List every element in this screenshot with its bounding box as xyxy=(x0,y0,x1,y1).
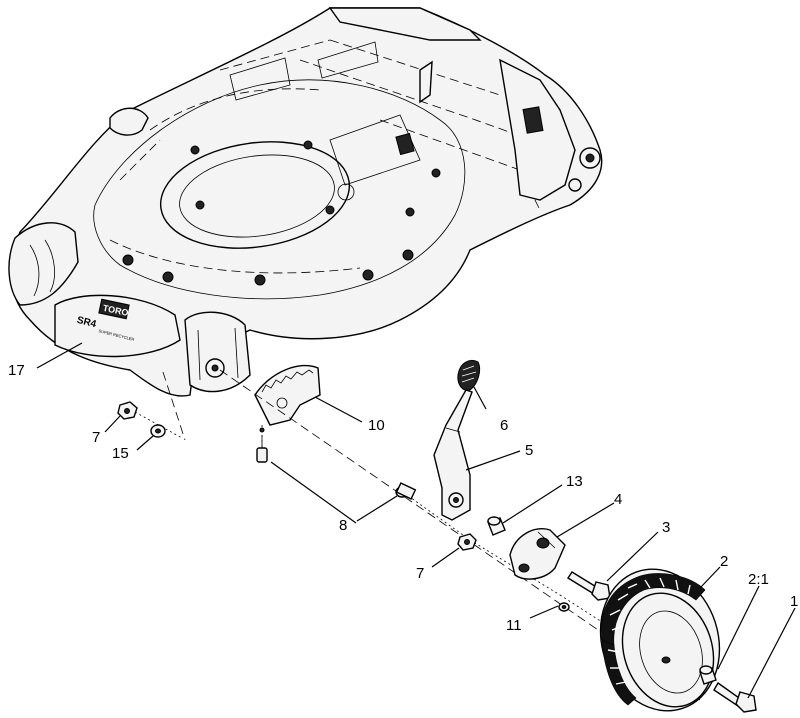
callout-labels: 17 7 15 10 6 5 8 13 4 3 7 2 2:1 1 11 xyxy=(8,362,798,634)
mower-deck-housing: TORO SR4 SUPER RECYCLER xyxy=(8,7,603,397)
callout-6: 6 xyxy=(500,417,508,434)
callout-13: 13 xyxy=(566,473,583,490)
callout-3: 3 xyxy=(662,519,670,536)
callout-8: 8 xyxy=(339,517,347,534)
washer-11 xyxy=(558,602,570,612)
callout-2-1: 2:1 xyxy=(748,571,769,588)
pivot-bracket xyxy=(509,528,566,580)
callout-15: 15 xyxy=(112,445,129,462)
wheel xyxy=(599,568,721,712)
callout-5: 5 xyxy=(525,442,533,459)
bolt-3 xyxy=(567,571,611,601)
callout-10: 10 xyxy=(368,417,385,434)
washer-15 xyxy=(150,424,166,438)
callout-7-left: 7 xyxy=(92,429,100,446)
screw-8-bottom xyxy=(256,427,268,463)
height-adjust-lever xyxy=(433,389,473,521)
wheel-bushing xyxy=(699,665,717,685)
lever-knob xyxy=(457,360,481,391)
wheel-bolt xyxy=(713,681,757,713)
callout-11: 11 xyxy=(506,617,522,634)
brand-model: SR4 xyxy=(76,315,98,330)
nut-7-right xyxy=(457,533,477,551)
height-adjust-plate xyxy=(254,364,321,426)
screw-8-lever xyxy=(395,482,417,500)
callout-2: 2 xyxy=(720,553,728,570)
callout-1: 1 xyxy=(790,593,798,610)
brand-logo: TORO SR4 SUPER RECYCLER xyxy=(76,298,135,342)
spacer-13 xyxy=(487,516,506,536)
callout-4: 4 xyxy=(614,491,622,508)
callout-7-right: 7 xyxy=(416,565,424,582)
nut-7-left xyxy=(117,401,138,420)
callout-17: 17 xyxy=(8,362,25,379)
leader-lines xyxy=(36,342,796,699)
